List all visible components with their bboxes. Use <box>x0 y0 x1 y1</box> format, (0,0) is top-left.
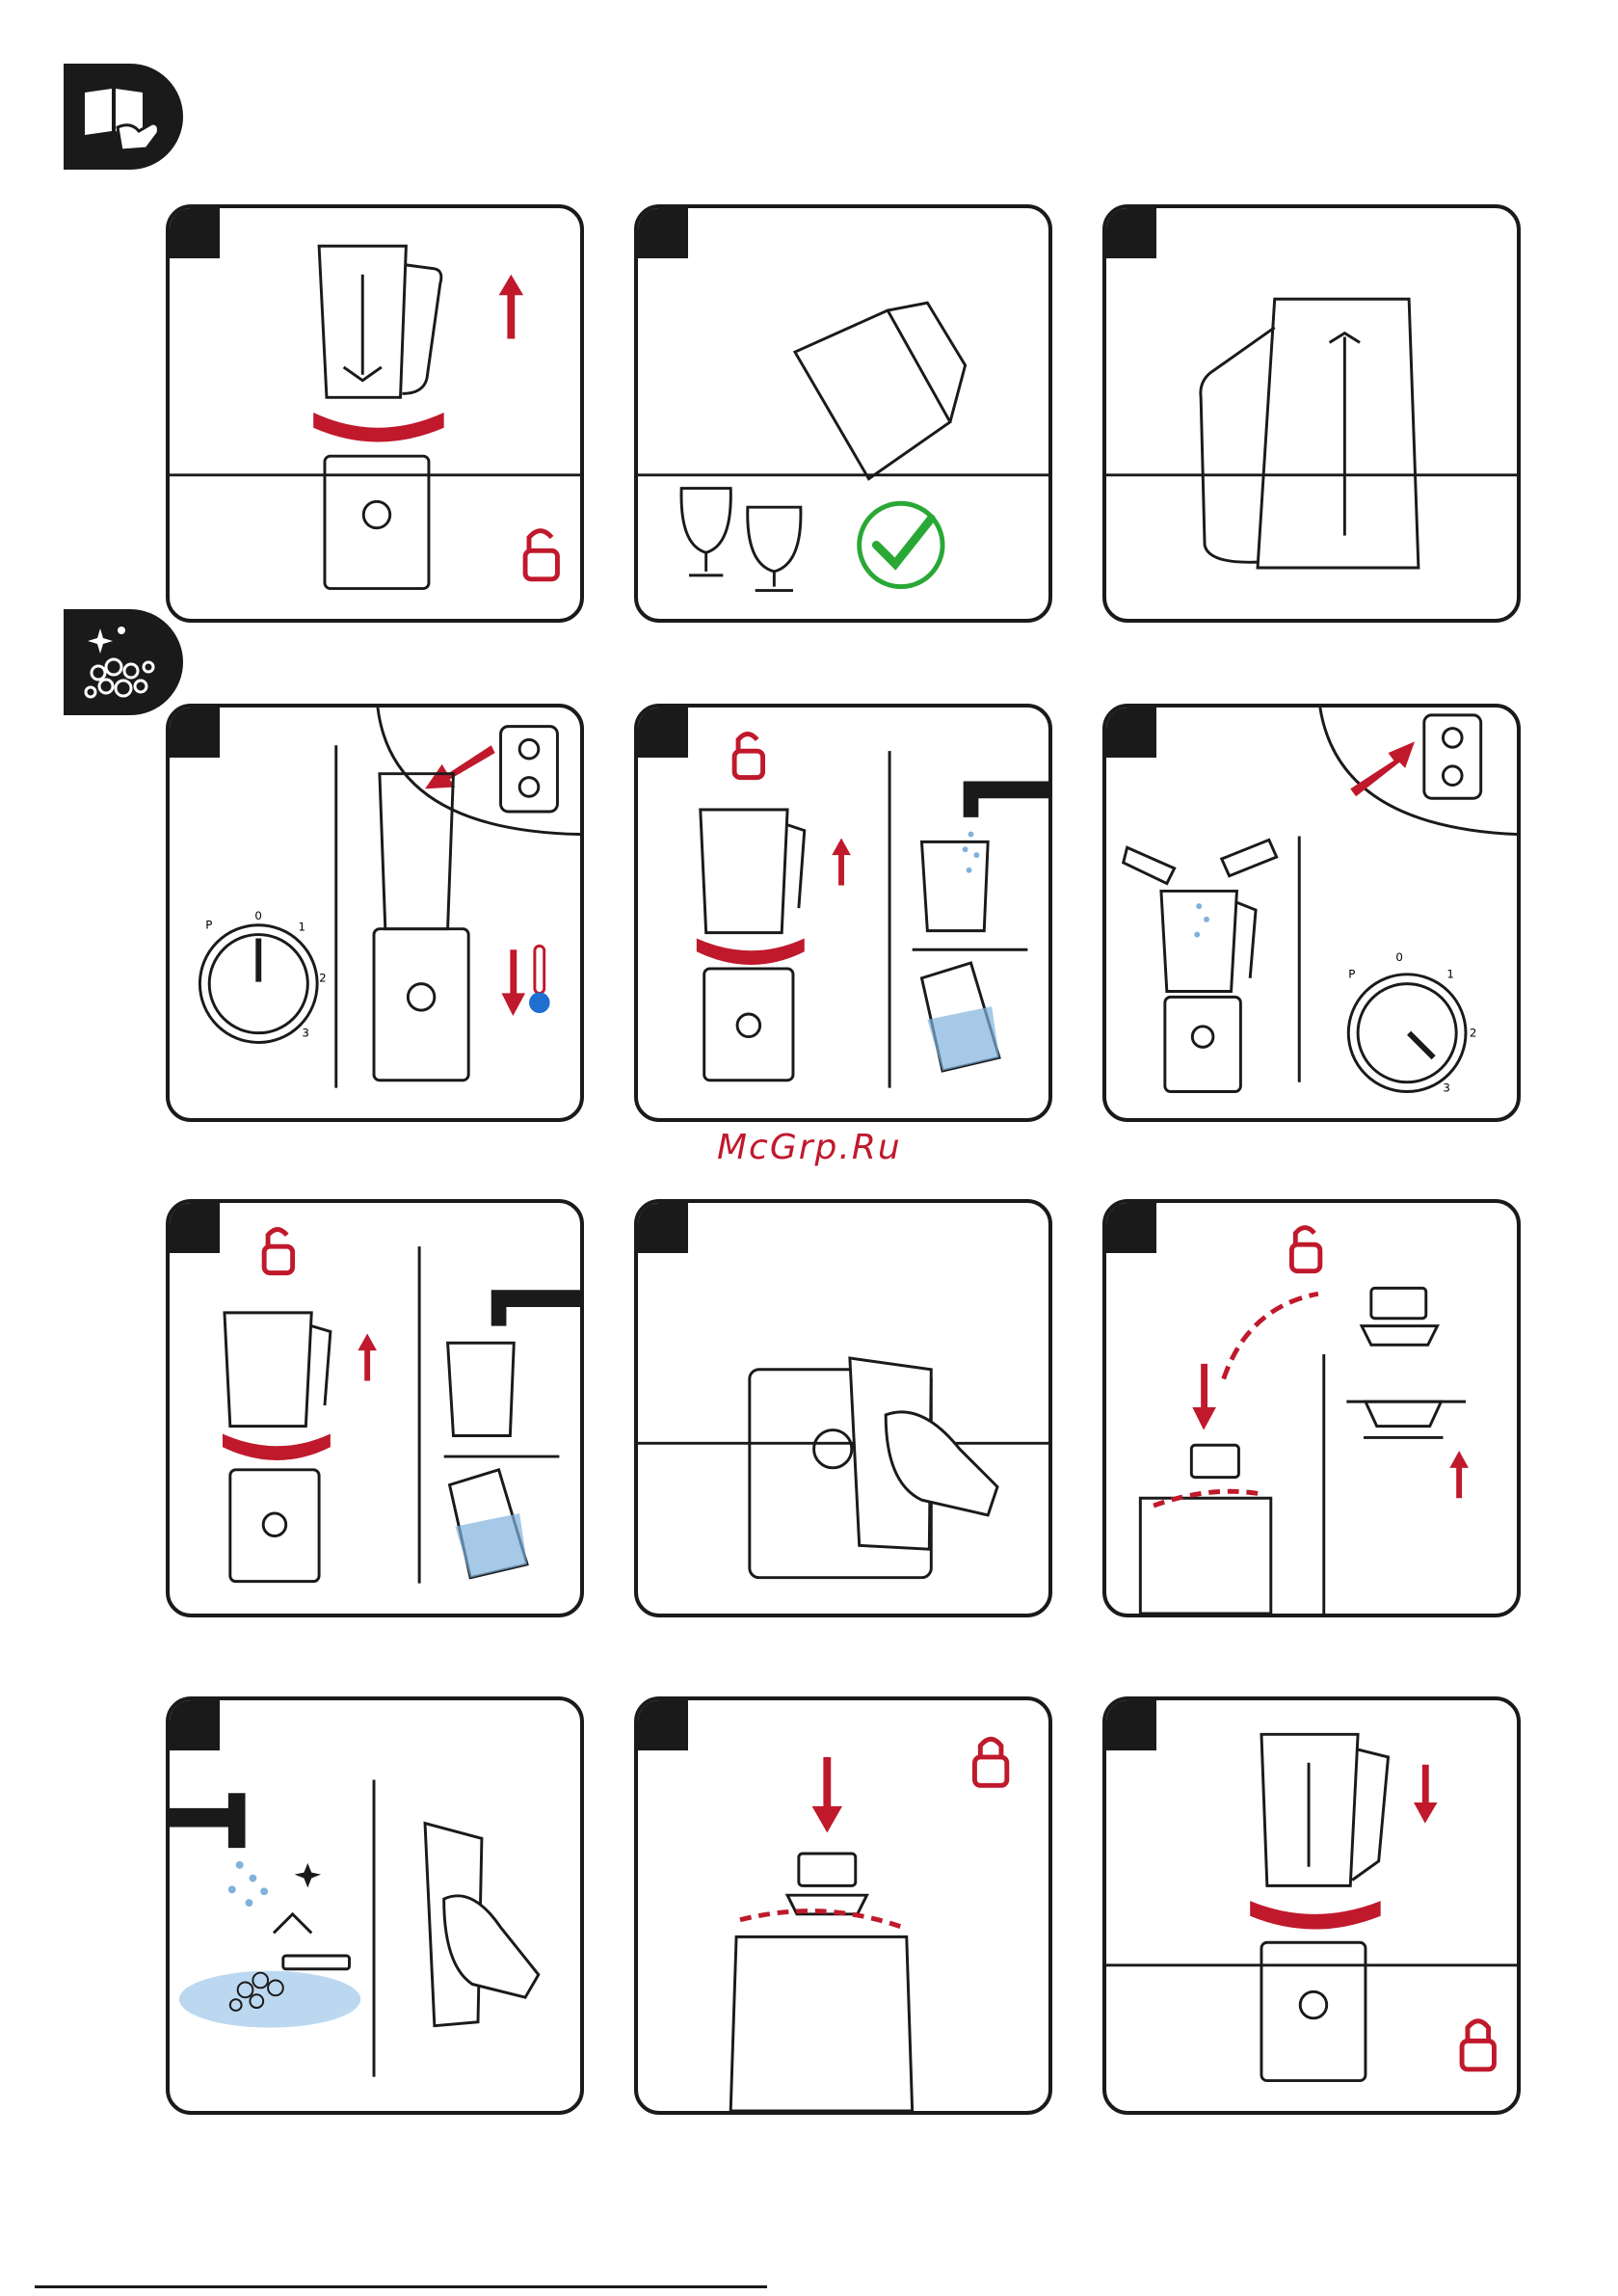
step-panel-6: P 0 1 2 3 <box>1102 704 1521 1122</box>
rotate-unlock-arrow-icon <box>313 413 443 441</box>
blade-assembly <box>1140 1288 1443 1614</box>
step-panel-9 <box>1102 1199 1521 1617</box>
dial-label-0: 0 <box>1395 950 1403 964</box>
dial-label-3: 3 <box>1443 1081 1450 1095</box>
section-tab-instructions <box>64 64 183 170</box>
cloth-hand-icon <box>850 1358 997 1549</box>
lift-path-arrow <box>1224 1294 1318 1378</box>
lock-padlock-icon <box>974 1739 1006 1785</box>
blade-assembly <box>730 1854 912 2111</box>
dial-label-3: 3 <box>302 1027 308 1040</box>
step-panel-2 <box>634 204 1052 623</box>
water-drops <box>1194 903 1209 937</box>
up-arrow-icon <box>358 1333 377 1380</box>
dial-label-1: 1 <box>298 921 305 934</box>
plug-out-arrow-icon <box>425 745 495 788</box>
dial-label-0: 0 <box>254 909 262 922</box>
up-arrow-icon <box>499 275 524 339</box>
unlock-padlock-icon <box>525 531 557 579</box>
wall-socket-icon <box>501 727 558 812</box>
thermometer-cold-icon <box>529 946 550 1013</box>
dial-label-p: P <box>205 919 212 932</box>
watermark-text: McGrp.Ru <box>717 1128 902 1167</box>
step-panel-10 <box>166 1696 584 2115</box>
rotate-unlock-arrow-icon <box>697 939 805 965</box>
section-tab-cleaning <box>64 609 183 715</box>
wine-glass <box>681 489 801 591</box>
blender-full <box>374 774 468 1081</box>
tilted-jug <box>795 303 966 479</box>
blender-jug <box>1261 1734 1389 1885</box>
step-panel-12 <box>1102 1696 1521 2115</box>
lock-padlock-icon <box>1462 2021 1494 2069</box>
water-drops <box>963 832 980 873</box>
dial-label-2: 2 <box>319 972 327 985</box>
down-arrow-icon <box>1414 1765 1438 1824</box>
motor-base <box>1261 1942 1366 2080</box>
step-panel-4: P 0 1 2 3 <box>166 704 584 1122</box>
water-drops <box>228 1861 268 1907</box>
sparkle-icon <box>295 1863 321 1888</box>
step-panel-1 <box>166 204 584 623</box>
sink-water <box>179 1971 360 2028</box>
blender-jug <box>319 246 441 397</box>
green-checkmark-icon <box>860 503 942 586</box>
jug-closeup <box>1201 299 1419 568</box>
tap-icon <box>170 1793 246 1848</box>
dial-label-2: 2 <box>1470 1027 1477 1040</box>
down-arrow-icon <box>502 949 526 1016</box>
cleaning-bubbles-icon <box>64 609 183 715</box>
up-arrow-icon <box>1449 1451 1469 1498</box>
down-arrow-icon <box>1192 1364 1216 1430</box>
step-panel-5 <box>634 704 1052 1122</box>
tap-icon <box>491 1290 580 1325</box>
wall-socket-icon <box>1424 715 1481 798</box>
plug-in-arrow-icon <box>1350 741 1415 796</box>
step-panel-8 <box>634 1199 1052 1617</box>
rotate-unlock-arrow-icon <box>223 1434 331 1460</box>
dial-label-p: P <box>1348 968 1355 981</box>
step-panel-11 <box>634 1696 1052 2115</box>
down-arrow-icon <box>812 1757 842 1833</box>
speed-dial <box>199 925 317 1043</box>
step-panel-7 <box>166 1199 584 1617</box>
footer-rule <box>35 2285 767 2288</box>
dial-label-1: 1 <box>1446 968 1454 981</box>
book-hand-icon <box>64 64 183 170</box>
detergent-bottle-icon <box>1124 840 1277 883</box>
unlock-padlock-icon <box>264 1229 292 1272</box>
up-arrow-icon <box>832 838 851 885</box>
rotate-lock-arrow-icon <box>740 1911 903 1928</box>
step-panel-3 <box>1102 204 1521 623</box>
rotate-lock-arrow-icon <box>1250 1901 1380 1929</box>
tap-icon <box>964 782 1048 817</box>
unlock-padlock-icon <box>734 734 762 777</box>
unlock-padlock-icon <box>1291 1228 1319 1271</box>
speed-dial <box>1348 974 1466 1092</box>
blade-parts <box>274 1914 350 1969</box>
cloth-hand-icon <box>425 1824 539 2026</box>
